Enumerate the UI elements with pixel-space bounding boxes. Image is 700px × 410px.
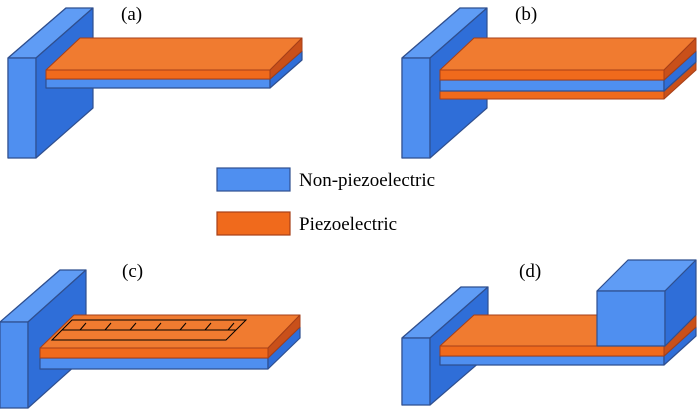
electrode-finger: [104, 322, 112, 331]
panel-d: (d): [401, 259, 697, 406]
piezo-layer-c: [39, 314, 301, 359]
panel-label-c: (c): [122, 261, 143, 282]
panel-label-d: (d): [519, 261, 541, 282]
electrode-finger: [129, 322, 137, 331]
electrode-outline: [50, 319, 248, 341]
interdigitated-electrodes: [50, 319, 248, 341]
legend-label-non-piezoelectric: Non-piezoelectric: [299, 170, 435, 191]
electrode-finger: [179, 322, 187, 331]
legend-swatch-piezoelectric: [216, 211, 291, 236]
electrode-finger: [227, 322, 235, 331]
piezo-layer-top-b: [439, 37, 697, 81]
clamp-block-a: [7, 7, 94, 159]
piezo-layer-a: [45, 37, 303, 80]
legend: Non-piezoelectric Piezoelectric: [216, 167, 435, 236]
clamp-block-c: [0, 269, 87, 409]
panel-a: (a): [7, 4, 303, 159]
tip-mass-d: [596, 259, 697, 347]
panel-label-b: (b): [515, 4, 537, 25]
electrode-finger: [79, 322, 87, 331]
legend-swatch-non-piezoelectric: [216, 167, 291, 192]
panel-c: (c): [0, 261, 301, 409]
electrode-finger: [154, 322, 162, 331]
panel-b: (b): [401, 4, 697, 159]
legend-item-non-piezoelectric: Non-piezoelectric: [216, 167, 435, 192]
electrode-finger: [204, 322, 212, 331]
panel-label-a: (a): [121, 4, 142, 25]
legend-item-piezoelectric: Piezoelectric: [216, 211, 397, 236]
legend-label-piezoelectric: Piezoelectric: [299, 214, 397, 235]
